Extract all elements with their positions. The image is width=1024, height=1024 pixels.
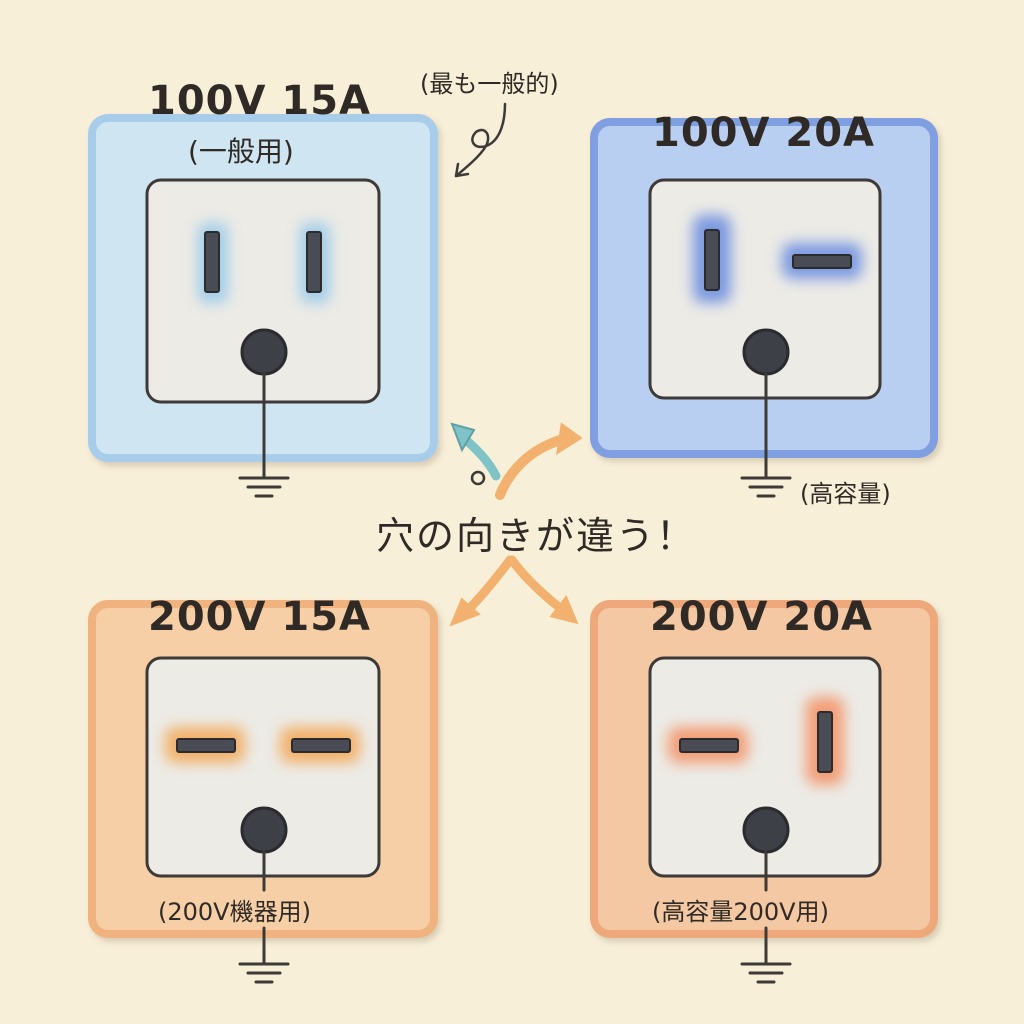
outlet-100v-20a [590,118,938,498]
outlet-3-note: (200V機器用) [158,898,311,926]
slot-right [291,738,351,753]
outlet-4-title: 200V 20A [650,594,873,640]
ground-hole [240,806,288,854]
slot-vertical [817,711,833,773]
center-arrows [449,422,583,627]
outlet-1-subtitle: (一般用) [188,135,294,168]
ground-hole [742,806,790,854]
ground-symbol-icon [238,372,290,498]
ground-symbol-icon [740,850,792,984]
slot-right [306,231,322,293]
ground-hole [240,328,288,376]
arrow-icon [449,597,481,627]
outlet-200v-15a [88,600,438,984]
arrow-icon-knot [470,470,486,486]
outlet-1-title: 100V 15A [148,78,371,124]
slot-left [176,738,236,753]
outlet-1-note: (最も一般的) [420,70,559,98]
outlet-2-note: (高容量) [800,480,891,508]
curly-arrow-icon [454,102,507,178]
center-caption: 穴の向きが違う！ [376,514,697,558]
slot-vertical [704,229,720,291]
outlet-2-title: 100V 20A [652,110,875,156]
arrow-icon [549,595,579,625]
arrow-icon [495,435,565,500]
ground-hole [742,328,790,376]
slot-horizontal [792,254,852,269]
outlet-4-note: (高容量200V用) [652,898,829,926]
outlet-3-title: 200V 15A [148,594,371,640]
slot-horizontal [679,738,739,753]
slot-left [204,231,220,293]
arrow-icon [461,435,501,481]
arrow-icon [507,555,565,613]
arrow-icon [461,555,515,617]
outlet-200v-20a [590,600,938,984]
arrow-icon [556,422,583,456]
arrow-icon [450,422,476,453]
ground-symbol-icon [238,850,290,984]
ground-symbol-icon [740,372,792,498]
outlet-100v-15a [88,114,438,498]
